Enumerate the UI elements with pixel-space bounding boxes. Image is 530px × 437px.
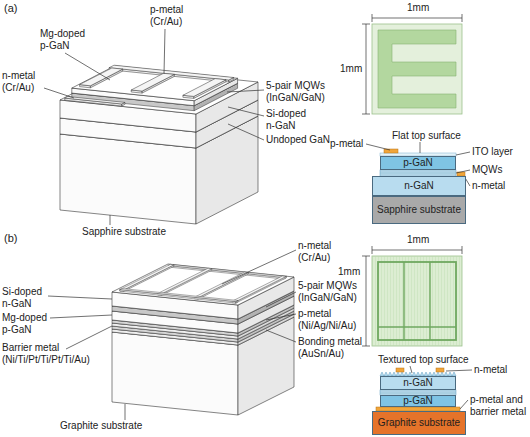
leader-line <box>228 107 264 116</box>
layer-box: n-GaN <box>380 376 456 390</box>
layer-face <box>120 289 238 302</box>
layer-box: Sapphire substrate <box>372 196 466 224</box>
layer-face <box>198 273 248 300</box>
layer-face <box>120 264 174 290</box>
layer-face <box>80 68 123 86</box>
part-label: Flat top surface <box>392 130 461 142</box>
leader-line <box>50 315 112 318</box>
layer-name: Graphite substrate <box>378 417 460 429</box>
layer-name: p-GaN <box>403 395 432 407</box>
mqw-stripes <box>380 171 456 175</box>
part-label: Sapphire substrate <box>82 226 166 238</box>
part-label: Mg-doped p-GaN <box>40 28 90 52</box>
dimension-line <box>372 14 462 22</box>
leader-line <box>125 404 126 420</box>
layer-face <box>232 276 286 302</box>
layer-box: p-GaN <box>380 395 456 407</box>
leader-line <box>446 370 472 371</box>
electrode-pattern <box>378 262 456 340</box>
textured-surface <box>372 256 462 346</box>
part-label: Textured top surface <box>378 354 469 366</box>
part-label: 5-pair MQWs (InGaN/GaN) <box>266 80 330 104</box>
chip-top-view <box>372 24 462 114</box>
layer-face <box>120 290 236 304</box>
layer-name: n-GaN <box>404 180 433 192</box>
layer-box: Graphite substrate <box>372 411 466 435</box>
panel-label: (b) <box>4 232 17 245</box>
dimension-line <box>372 246 462 254</box>
layer-face <box>112 264 294 305</box>
part-label: Mg-doped p-GaN <box>2 312 52 336</box>
layer-face <box>131 73 174 91</box>
chip-top-view <box>372 256 462 346</box>
p-electrode <box>384 149 398 153</box>
layer-face <box>112 332 238 415</box>
layer-face <box>168 266 284 280</box>
electrode-pattern <box>378 262 456 340</box>
dimension-label: 1mm <box>340 63 362 75</box>
dimension-label: 1mm <box>407 2 429 14</box>
dimension-label: 1mm <box>407 234 429 246</box>
layer-face <box>124 265 174 292</box>
leader-line <box>227 90 264 92</box>
n-electrode <box>436 368 444 372</box>
layer-box: n-GaN <box>372 176 466 196</box>
electrode-pattern <box>378 30 456 108</box>
leader-line <box>228 124 264 140</box>
part-label: Si-doped n-GaN <box>266 108 310 132</box>
dimension-line <box>362 24 370 114</box>
leader-line <box>460 400 468 409</box>
leader-line <box>66 326 112 349</box>
leader-line <box>65 53 110 80</box>
layer-face <box>72 66 238 101</box>
layer-face <box>60 134 196 224</box>
panel-label: (a) <box>4 2 17 15</box>
leader-line <box>110 215 111 225</box>
part-label: ITO layer <box>472 146 513 158</box>
part-label: MQWs <box>472 164 503 176</box>
layer-face <box>183 79 226 97</box>
dimension-label: 1mm <box>338 266 360 278</box>
part-label: Bonding metal (AuSn/Au) <box>298 336 368 360</box>
leader-line <box>266 314 296 320</box>
layer-box: p-GaN <box>380 156 456 170</box>
leader-line <box>48 296 112 299</box>
leader-line <box>456 152 470 155</box>
part-label: n-metal (Cr/Au) <box>2 70 44 94</box>
leader-line <box>266 330 296 342</box>
part-label: p-metal (Cr/Au) <box>150 4 192 28</box>
layer-face <box>168 264 286 277</box>
leader-line <box>44 88 74 98</box>
part-label: n-metal (Cr/Au) <box>298 240 340 264</box>
part-label: n-metal <box>472 180 505 192</box>
leader-line <box>456 170 470 173</box>
part-label: Graphite substrate <box>60 420 142 432</box>
layer-face <box>158 268 212 294</box>
part-label: Undoped GaN <box>266 134 330 146</box>
part-label: n-metal <box>474 364 507 376</box>
leader-line <box>410 366 412 373</box>
layer-name: Sapphire substrate <box>377 204 461 216</box>
layer-name: n-GaN <box>403 377 432 389</box>
part-label: Si-doped n-GaN <box>2 286 46 310</box>
leader-line <box>222 250 296 284</box>
dimension-line <box>362 256 370 346</box>
part-label: p-metal and barrier metal <box>470 394 530 418</box>
leader-line <box>366 144 390 150</box>
leader-line <box>164 29 165 74</box>
layer-face <box>161 269 211 296</box>
leader-line <box>266 292 296 307</box>
part-label: p-metal <box>330 138 363 150</box>
layer-name: p-GaN <box>403 157 432 169</box>
part-label: p-metal (Ni/Ag/Ni/Au) <box>298 308 364 332</box>
leader-line <box>420 142 421 153</box>
part-label: 5-pair MQWs (InGaN/GaN) <box>298 280 362 304</box>
mqw-stripes <box>380 391 456 393</box>
part-label: Barrier metal (Ni/Ti/Pt/Ti/Pt/Ti/Au) <box>2 342 97 366</box>
n-electrode <box>396 368 404 372</box>
layer-face <box>236 276 286 303</box>
